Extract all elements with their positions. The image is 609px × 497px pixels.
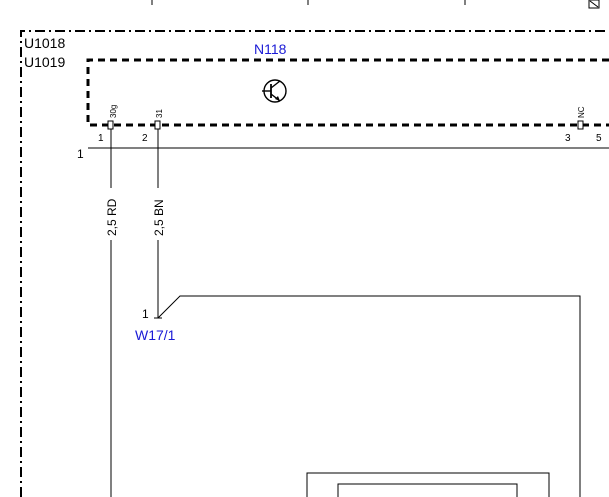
- component-outline: [157, 295, 581, 497]
- pin-name-30g: 30g: [109, 105, 118, 118]
- pin-number-3: 3: [565, 133, 571, 144]
- strip-number-1: 1: [77, 147, 84, 161]
- wire-label-red: 2,5 RD: [105, 198, 119, 236]
- connector-pin-number: 1: [142, 307, 149, 321]
- sub-component-inner: [337, 483, 518, 497]
- connector-designator: W17/1: [135, 327, 176, 343]
- transistor-icon: [262, 79, 287, 103]
- inner-module-boundary: [86, 58, 609, 127]
- pin-name-nc: NC: [577, 106, 586, 118]
- pin-number-5: 5: [596, 133, 602, 144]
- pin-terminal-30g: [107, 120, 114, 130]
- module-label-u1018: U1018: [24, 35, 65, 51]
- sub-component-outline: [306, 472, 550, 497]
- corner-marker: [588, 0, 600, 9]
- pin-number-2: 2: [142, 133, 148, 144]
- pin-terminal-31: [154, 120, 161, 130]
- module-label-u1019: U1019: [24, 54, 65, 70]
- wire-label-brown: 2,5 BN: [152, 199, 166, 236]
- pin-name-31: 31: [155, 109, 164, 118]
- outer-module-boundary: [20, 30, 609, 497]
- pin-terminal-nc: [577, 120, 584, 130]
- pin-number-1: 1: [98, 133, 104, 144]
- module-label-n118: N118: [254, 41, 287, 57]
